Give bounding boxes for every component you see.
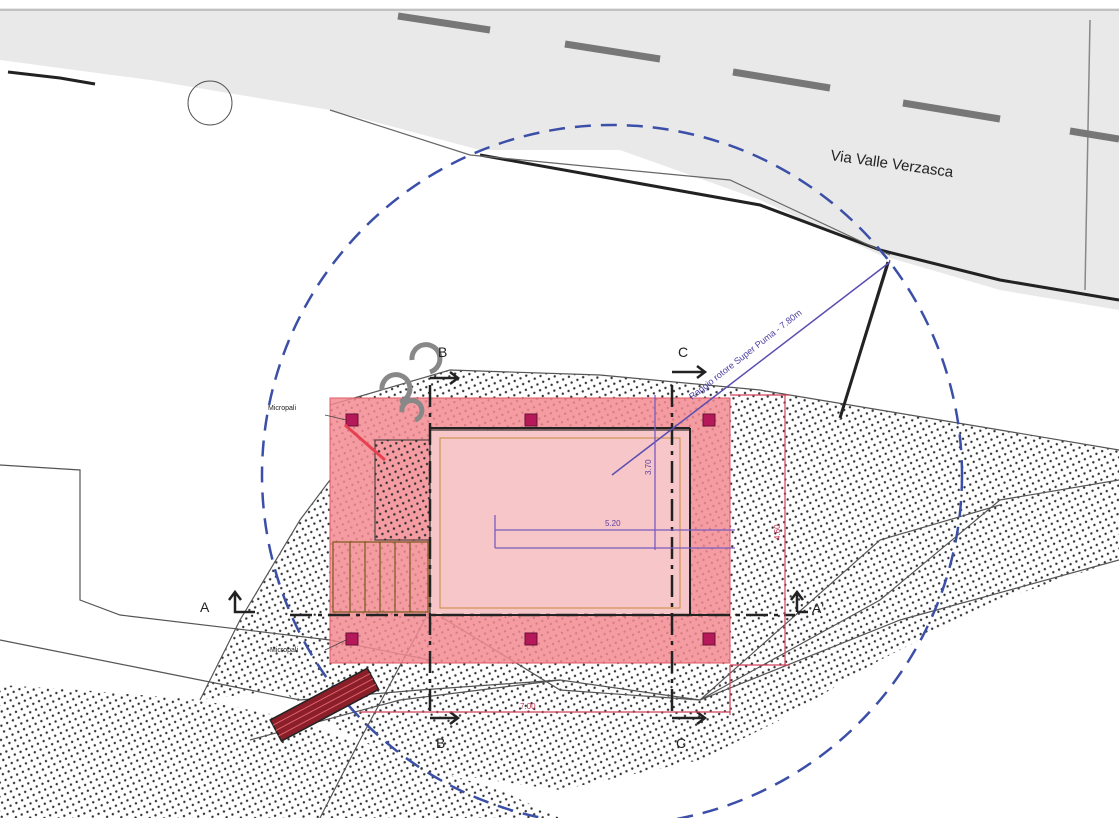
road-left-mark <box>7 70 96 86</box>
micropali-leader-bottom <box>324 639 347 651</box>
pool-area <box>429 429 691 616</box>
rotation-symbols <box>379 342 443 423</box>
dotted-inset <box>374 439 431 541</box>
boundary-thick <box>838 261 890 419</box>
dim-height-outer: 4.60 <box>773 524 782 540</box>
road-edge-line <box>479 153 1119 302</box>
dim-height-inner: 3.70 <box>644 459 653 475</box>
dim-width-inner: 5.20 <box>605 519 621 528</box>
road-centerline <box>397 12 1119 143</box>
dim-width-bottom: 7.00 <box>520 702 536 711</box>
section-label-b-top: B <box>438 344 447 360</box>
section-label-a: A <box>200 599 210 615</box>
dimension-lines <box>494 395 735 550</box>
section-label-b-bottom: B <box>436 735 445 751</box>
survey-point <box>187 80 233 126</box>
radius-line <box>611 261 891 476</box>
section-label-a-prime: A' <box>812 600 824 616</box>
red-diagonal <box>344 423 386 462</box>
micropali-label-bottom: Micropali <box>270 647 298 654</box>
section-label-c-top: C <box>678 344 688 360</box>
section-lines <box>290 385 795 715</box>
rotor-radius-circle <box>260 123 964 818</box>
road-right-edge <box>1084 19 1091 291</box>
stairs <box>332 541 429 613</box>
section-label-c-bottom: C <box>676 735 686 751</box>
pool-inner-edge <box>439 437 681 609</box>
section-arrows <box>228 365 808 725</box>
dimension-lines-red <box>360 394 790 715</box>
micropali-leader-top <box>324 414 347 421</box>
terrain-dotted-bottom <box>0 685 560 818</box>
road-edge-line-2 <box>329 109 891 256</box>
micropali-label-top: Micropali <box>268 405 296 412</box>
hatched-element <box>269 667 380 743</box>
